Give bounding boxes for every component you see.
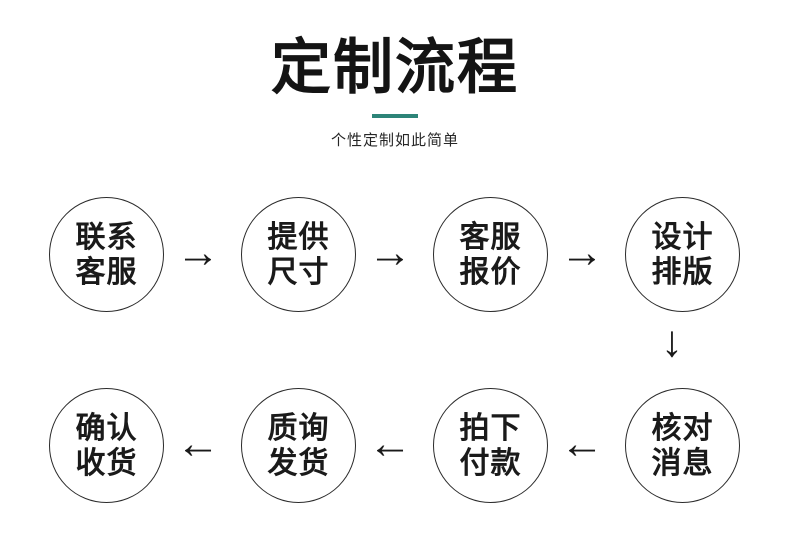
arrow-left-icon: ← <box>176 419 220 468</box>
flow-step-3-line2: 报价 <box>459 255 522 289</box>
flow-step-2-line2: 尺寸 <box>267 255 330 289</box>
flow-step-3: 客服 报价 <box>433 197 548 312</box>
arrow-right-icon: → <box>560 228 604 277</box>
flow-step-5-line1: 核对 <box>651 411 714 445</box>
flow-step-2: 提供 尺寸 <box>241 197 356 312</box>
page-header: 定制流程 个性定制如此简单 <box>0 0 790 151</box>
arrow-left-icon: ← <box>368 419 412 468</box>
flow-step-1: 联系 客服 <box>49 197 164 312</box>
flow-step-7: 质询 发货 <box>241 388 356 503</box>
flow-step-3-line1: 客服 <box>459 220 522 254</box>
flow-step-8: 确认 收货 <box>49 388 164 503</box>
flow-step-8-line2: 收货 <box>75 446 138 480</box>
flow-step-4: 设计 排版 <box>625 197 740 312</box>
flow-step-4-line1: 设计 <box>651 220 714 254</box>
flow-step-2-line1: 提供 <box>267 220 330 254</box>
flow-step-6-line1: 拍下 <box>459 411 522 445</box>
arrow-down-icon: ↓ <box>661 317 683 366</box>
flow-step-6: 拍下 付款 <box>433 388 548 503</box>
arrow-left-icon: ← <box>560 419 604 468</box>
flow-step-8-line1: 确认 <box>75 411 138 445</box>
flow-step-4-line2: 排版 <box>651 255 714 289</box>
page-title: 定制流程 <box>271 34 519 101</box>
flow-step-6-line2: 付款 <box>459 446 522 480</box>
page-subtitle: 个性定制如此简单 <box>330 132 459 149</box>
flow-step-1-line2: 客服 <box>75 255 138 289</box>
title-divider <box>372 114 418 118</box>
flow-step-5-line2: 消息 <box>651 446 714 480</box>
flow-step-7-line2: 发货 <box>267 446 330 480</box>
flow-step-5: 核对 消息 <box>625 388 740 503</box>
flow-step-7-line1: 质询 <box>267 411 330 445</box>
arrow-right-icon: → <box>176 228 220 277</box>
flow-step-1-line1: 联系 <box>75 220 138 254</box>
arrow-right-icon: → <box>368 228 412 277</box>
